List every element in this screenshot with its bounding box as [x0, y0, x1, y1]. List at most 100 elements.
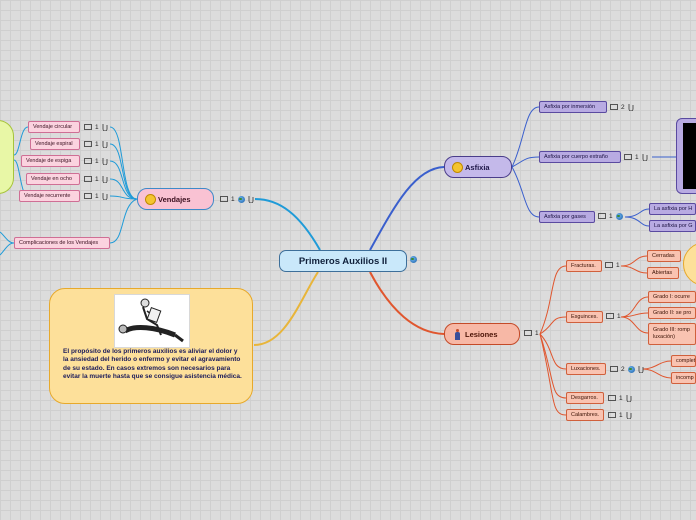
calambres-meta: 1: [608, 411, 632, 419]
fracturas-child[interactable]: Abiertas: [647, 267, 679, 279]
attachment-icon[interactable]: [102, 140, 108, 148]
asfixia-cuerpo[interactable]: Asfixia por cuerpo extraño: [539, 151, 621, 163]
fracturas-meta: 1: [605, 262, 620, 269]
topic-asfixia[interactable]: Asfixia: [444, 156, 512, 178]
comment-icon[interactable]: [84, 140, 92, 148]
attachment-icon[interactable]: [248, 195, 254, 203]
esguinces-child[interactable]: Grado III: romp luxación): [648, 323, 696, 345]
attachment-icon[interactable]: [638, 365, 644, 373]
child-label: Abiertas: [652, 270, 673, 276]
fracturas-child[interactable]: Cerradas: [647, 250, 681, 262]
comment-count: 1: [231, 195, 235, 203]
vendaje-item[interactable]: Vendaje espiral: [30, 138, 80, 150]
attachment-icon[interactable]: [102, 123, 108, 131]
comment-icon[interactable]: [84, 157, 92, 165]
attachment-icon[interactable]: [102, 192, 108, 200]
vendaje-item[interactable]: Vendaje circular: [28, 121, 80, 133]
globe-icon[interactable]: [237, 195, 245, 203]
comment-icon[interactable]: [624, 153, 632, 161]
person-icon: [452, 329, 463, 340]
comment-icon[interactable]: [610, 103, 618, 111]
child-label: Grado III: romp luxación): [653, 327, 690, 340]
central-meta: [410, 256, 417, 263]
child-label: La asfixia por G: [654, 223, 693, 229]
child-label: complet: [676, 358, 696, 364]
asfixia-gases-child[interactable]: La asfixia por G: [649, 220, 696, 232]
attachment-icon[interactable]: [626, 394, 632, 402]
comment-count: 2: [621, 103, 625, 111]
asfixia-inmersion[interactable]: Asfixia por inmersión: [539, 101, 607, 113]
face-icon: [452, 162, 463, 173]
lesiones-desgarros[interactable]: Desgarros.: [566, 392, 604, 404]
video-thumbnail: [683, 123, 696, 189]
child-label: incomp: [676, 375, 694, 381]
vendaje-item[interactable]: Vendaje recurrente: [19, 190, 80, 202]
luxaciones-child[interactable]: incomp: [671, 372, 696, 384]
comment-icon[interactable]: [220, 195, 228, 203]
vendaje-label: Vendaje en ocho: [31, 176, 72, 182]
asfixia-gases-label: Asfixia por gases: [544, 214, 586, 220]
comment-count: 1: [95, 123, 99, 131]
topic-vendajes[interactable]: Vendajes: [137, 188, 214, 210]
comment-count: 1: [95, 175, 99, 183]
lesiones-fracturas[interactable]: Fracturas.: [566, 260, 602, 272]
comment-icon[interactable]: [84, 175, 92, 183]
esguinces-meta: 1: [606, 313, 621, 320]
vendaje-meta: 1: [84, 140, 108, 148]
comment-icon[interactable]: [84, 123, 92, 131]
comment-count: 1: [616, 262, 620, 269]
comment-icon[interactable]: [608, 394, 616, 402]
child-label: Grado II: se pro: [653, 310, 692, 316]
comment-count: 1: [95, 157, 99, 165]
comment-count: 1: [619, 411, 623, 419]
asfixia-gases[interactable]: Asfixia por gases: [539, 211, 595, 223]
comment-icon[interactable]: [608, 411, 616, 419]
note-text: El propósito de los primeros auxilios es…: [63, 348, 242, 381]
vendaje-item[interactable]: Vendaje de espiga: [21, 155, 80, 167]
attachment-icon[interactable]: [102, 157, 108, 165]
asfixia-title: Asfixia: [465, 162, 490, 172]
image-node[interactable]: [676, 118, 696, 194]
attachment-icon[interactable]: [642, 153, 648, 161]
comment-icon[interactable]: [84, 192, 92, 200]
globe-icon[interactable]: [615, 213, 623, 220]
comment-icon[interactable]: [610, 365, 618, 373]
comment-count: 1: [95, 140, 99, 148]
lesiones-luxaciones[interactable]: Luxaciones.: [566, 363, 606, 375]
attachment-icon[interactable]: [628, 103, 634, 111]
vendaje-meta: 1: [84, 192, 108, 200]
comment-count: 1: [635, 153, 639, 161]
connector-note: [253, 271, 319, 346]
esguinces-label: Esguinces.: [571, 314, 598, 320]
comment-icon[interactable]: [605, 262, 613, 269]
comment-count: 2: [621, 365, 625, 373]
face-icon: [145, 194, 156, 205]
note-card[interactable]: El propósito de los primeros auxilios es…: [49, 288, 253, 404]
lesiones-calambres[interactable]: Calambres.: [566, 409, 604, 421]
complicaciones-label: Complicaciones de los Vendajes: [19, 240, 99, 246]
vendaje-meta: 1: [84, 123, 108, 131]
child-label: La asfixia por H: [654, 206, 693, 212]
asfixia-inmersion-meta: 2: [610, 103, 634, 111]
esguinces-child[interactable]: Grado I: ocurre: [648, 291, 696, 303]
comment-icon[interactable]: [598, 213, 606, 220]
comment-icon[interactable]: [524, 330, 532, 337]
globe-icon[interactable]: [627, 365, 635, 373]
attachment-icon[interactable]: [102, 175, 108, 183]
vendajes-complicaciones[interactable]: Complicaciones de los Vendajes: [14, 237, 110, 249]
connector-asfixia: [369, 166, 445, 251]
esguinces-child[interactable]: Grado II: se pro: [648, 307, 696, 319]
asfixia-gases-child[interactable]: La asfixia por H: [649, 203, 696, 215]
central-topic[interactable]: Primeros Auxilios II: [279, 250, 407, 272]
lesiones-esguinces[interactable]: Esguinces.: [566, 311, 603, 323]
comment-icon[interactable]: [606, 313, 614, 320]
vendajes-note[interactable]: [0, 120, 14, 194]
central-title: Primeros Auxilios II: [298, 255, 388, 267]
asfixia-cuerpo-label: Asfixia por cuerpo extraño: [544, 154, 608, 160]
luxaciones-child[interactable]: complet: [671, 355, 696, 367]
luxaciones-label: Luxaciones.: [571, 366, 601, 372]
globe-icon[interactable]: [410, 256, 417, 263]
topic-lesiones[interactable]: Lesiones: [444, 323, 520, 345]
attachment-icon[interactable]: [626, 411, 632, 419]
vendaje-item[interactable]: Vendaje en ocho: [26, 173, 80, 185]
